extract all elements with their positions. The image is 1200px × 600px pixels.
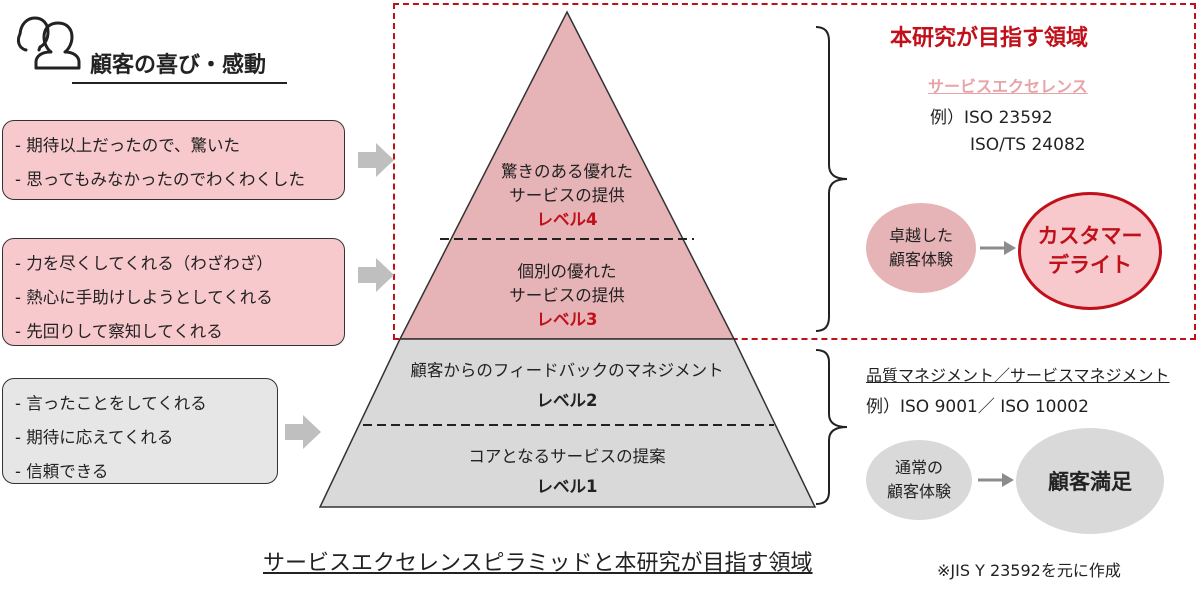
arrow-right-icon	[358, 143, 394, 177]
level3-line2: サービスの提供	[509, 286, 625, 305]
customer-delight-circle: カスタマー デライト	[1018, 192, 1162, 310]
source-note: ※JIS Y 23592を元に作成	[937, 561, 1121, 580]
level3-text: 個別の優れた サービスの提供 レベル3	[467, 260, 667, 332]
example-iso-lower: 例）ISO 9001／ ISO 10002	[866, 397, 1089, 417]
target-region-frame	[393, 3, 1196, 340]
people-icon	[16, 16, 81, 70]
level2-line1: 顧客からのフィードバックのマネジメント	[410, 361, 724, 380]
list-item: - 思ってもみなかったのでわくわくした	[15, 170, 306, 189]
customer-delight-line2: デライト	[1048, 253, 1132, 277]
customer-delight-line1: カスタマー	[1037, 224, 1143, 248]
header-underline	[72, 82, 287, 84]
level2-label: レベル2	[536, 391, 598, 410]
figure-caption: サービスエクセレンスピラミッドと本研究が目指す領域	[263, 551, 813, 576]
list-item: - 先回りして察知してくれる	[15, 322, 223, 341]
level1-label: レベル1	[536, 477, 598, 496]
level4-label: レベル4	[536, 210, 598, 229]
level4-line2: サービスの提供	[509, 186, 625, 205]
normal-experience-circle: 通常の 顧客体験	[866, 440, 972, 520]
arrow-right-icon	[980, 241, 1016, 255]
target-region-title: 本研究が目指す領域	[890, 26, 1089, 51]
service-excellence-subtitle: サービスエクセレンス	[928, 77, 1088, 96]
level4-line1: 驚きのある優れた	[501, 162, 633, 181]
brace-lower	[815, 349, 848, 505]
normal-experience-line2: 顧客体験	[886, 482, 951, 501]
level4-text: 驚きのある優れた サービスの提供 レベル4	[467, 160, 667, 232]
list-item: - 信頼できる	[15, 462, 109, 481]
list-item: - 力を尽くしてくれる（わざわざ）	[15, 254, 273, 273]
example-iso-line2: ISO/TS 24082	[970, 135, 1086, 155]
header-title: 顧客の喜び・感動	[90, 53, 267, 78]
list-item: - 言ったことをしてくれる	[15, 394, 207, 413]
arrow-right-icon	[978, 473, 1014, 487]
left-box-middle: - 力を尽くしてくれる（わざわざ） - 熱心に手助けしようとしてくれる - 先回…	[2, 238, 345, 346]
arrow-right-icon	[358, 258, 394, 292]
brace-upper	[815, 26, 848, 332]
list-item: - 熱心に手助けしようとしてくれる	[15, 288, 273, 307]
level2-text: 顧客からのフィードバックのマネジメント レベル2	[397, 356, 737, 416]
left-box-bottom: - 言ったことをしてくれる - 期待に応えてくれる - 信頼できる	[2, 378, 278, 484]
left-box-top: - 期待以上だったので、驚いた - 思ってもみなかったのでわくわくした	[2, 120, 345, 200]
list-item: - 期待に応えてくれる	[15, 428, 174, 447]
excellent-experience-line1: 卓越した	[888, 226, 953, 245]
example-iso-line1: 例）ISO 23592	[930, 108, 1053, 128]
arrow-right-icon	[285, 415, 321, 449]
pyramid-lower-section	[318, 338, 817, 508]
level3-label: レベル3	[536, 310, 598, 329]
excellent-experience-circle: 卓越した 顧客体験	[866, 203, 976, 293]
list-item: - 期待以上だったので、驚いた	[15, 136, 241, 155]
level1-text: コアとなるサービスの提案 レベル1	[417, 442, 717, 502]
excellent-experience-line2: 顧客体験	[888, 250, 953, 269]
customer-satisfaction-circle: 顧客満足	[1016, 428, 1164, 534]
quality-management-title: 品質マネジメント／サービスマネジメント	[866, 366, 1170, 385]
customer-satisfaction-label: 顧客満足	[1048, 470, 1132, 494]
normal-experience-line1: 通常の	[894, 458, 943, 477]
level3-line1: 個別の優れた	[517, 262, 617, 281]
level1-line1: コアとなるサービスの提案	[468, 447, 666, 466]
